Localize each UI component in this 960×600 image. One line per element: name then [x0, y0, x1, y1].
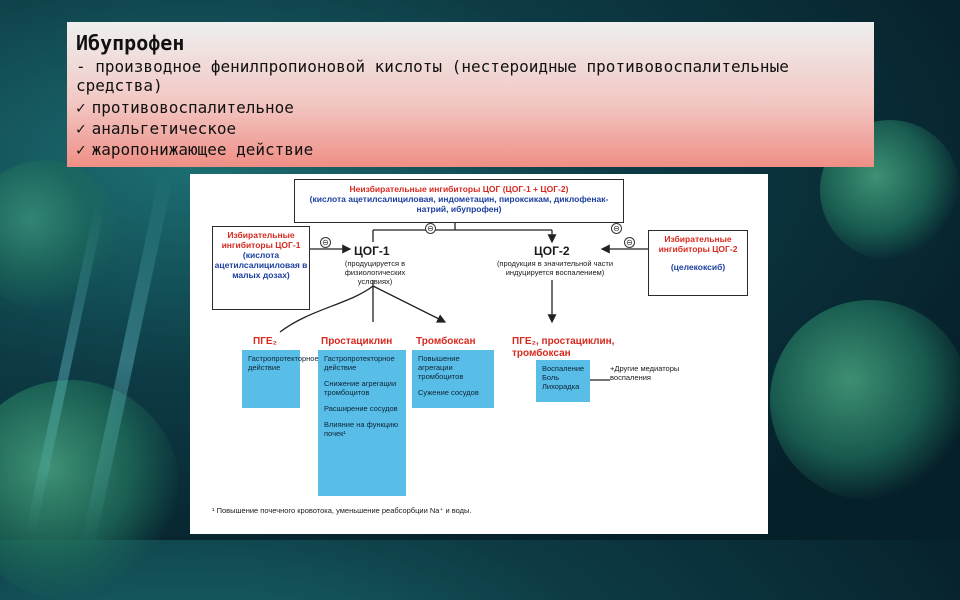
pge2-effect-box: Гастропротекторное действие: [242, 350, 319, 408]
cox-diagram: Неизбирательные ингибиторы ЦОГ (ЦОГ-1 + …: [190, 174, 768, 534]
arrow-cox1-branch: [279, 280, 445, 333]
minus-icon: ⊖: [425, 223, 436, 234]
cox1-label: ЦОГ-1: [354, 244, 390, 258]
checkmark-icon: ✓: [76, 98, 86, 117]
prostacyclin-header: Простациклин: [321, 336, 393, 347]
pge2-header: ПГЕ₂: [253, 336, 277, 347]
virus-decoration: [0, 160, 120, 310]
cox1-inhibitors-box: Избирательные ингибиторы ЦОГ-1 (кислота …: [212, 226, 310, 310]
cox1-note: (продуцируется в физиологических условия…: [344, 259, 406, 286]
cox2-note: (продукция в значительной части индуциру…: [496, 259, 614, 277]
footnote: ¹ Повышение почечного кровотока, уменьше…: [212, 506, 472, 515]
virus-decoration: [770, 300, 960, 500]
checkmark-icon: ✓: [76, 140, 86, 159]
connector-arrows: [279, 220, 648, 385]
prostacyclin-effects-box: Гастропротекторное действие Снижение агр…: [318, 350, 406, 496]
thromboxane-header: Тромбоксан: [416, 336, 476, 347]
inflammation-effects-box: Воспаление Боль Лихорадка: [536, 360, 590, 402]
minus-icon: ⊖: [624, 237, 635, 248]
nonselective-inhibitors-box: Неизбирательные ингибиторы ЦОГ (ЦОГ-1 + …: [294, 179, 624, 223]
arrow-top-split: [372, 220, 552, 242]
minus-icon: ⊖: [611, 223, 622, 234]
list-item: ✓жаропонижающее действие: [76, 140, 314, 159]
thromboxane-effects-box: Повышение агрегации тромбоцитов Сужение …: [412, 350, 494, 408]
checkmark-icon: ✓: [76, 119, 86, 138]
list-item: ✓противовоспалительное: [76, 98, 294, 117]
slide-subtitle: - производное фенилпропионовой кислоты (…: [76, 57, 789, 95]
slide-title: Ибупрофен: [76, 31, 185, 55]
effects-list: ✓противовоспалительное ✓анальгетическое …: [76, 97, 313, 160]
virus-decoration: [0, 380, 180, 600]
list-item: ✓анальгетическое: [76, 119, 237, 138]
other-mediators-label: +Другие медиаторы воспаления: [610, 364, 680, 382]
minus-icon: ⊖: [320, 237, 331, 248]
cox2-label: ЦОГ-2: [534, 244, 570, 258]
cox2-inhibitors-box: Избирательные ингибиторы ЦОГ-2 (целекокс…: [648, 230, 748, 296]
title-panel: Ибупрофен - производное фенилпропионовой…: [67, 22, 874, 167]
inflammatory-products-header: ПГЕ₂, простациклин, тромбоксан: [512, 336, 615, 359]
